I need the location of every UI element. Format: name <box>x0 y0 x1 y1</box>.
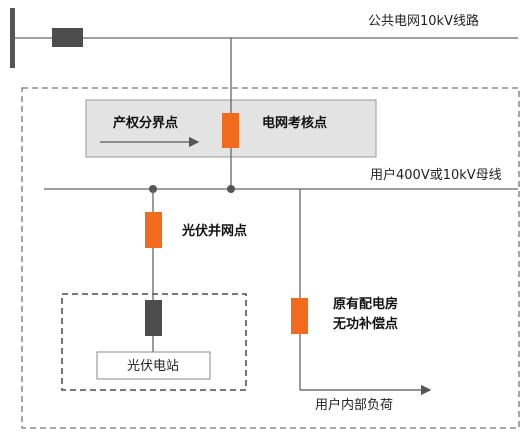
public-grid-line-label: 公共电网10kV线路 <box>368 13 479 29</box>
grid-assessment-point-label: 电网考核点 <box>262 115 327 131</box>
grid-assessment-meter <box>222 113 239 148</box>
user-boundary-box <box>21 87 520 429</box>
user-internal-load-label: 用户内部负荷 <box>315 397 393 413</box>
reactive-compensation-meter <box>291 298 308 334</box>
property-boundary-label: 产权分界点 <box>113 115 178 131</box>
distribution-room-label-line2: 无功补偿点 <box>332 316 398 332</box>
pv-station-label: 光伏电站 <box>127 359 179 374</box>
bus-junction-feeder <box>227 185 235 193</box>
pv-station-box <box>96 351 211 380</box>
pv-station-boundary <box>61 293 247 391</box>
distribution-room-label-line1: 原有配电房 <box>333 296 398 312</box>
pv-inverter-switch <box>145 300 162 336</box>
grid-line-switch <box>52 28 83 47</box>
pv-grid-meter <box>145 212 162 248</box>
grid-busbar-post <box>10 8 15 68</box>
pv-grid-point-label: 光伏并网点 <box>181 223 247 239</box>
user-bus-label: 用户400V或10kV母线 <box>370 167 502 183</box>
